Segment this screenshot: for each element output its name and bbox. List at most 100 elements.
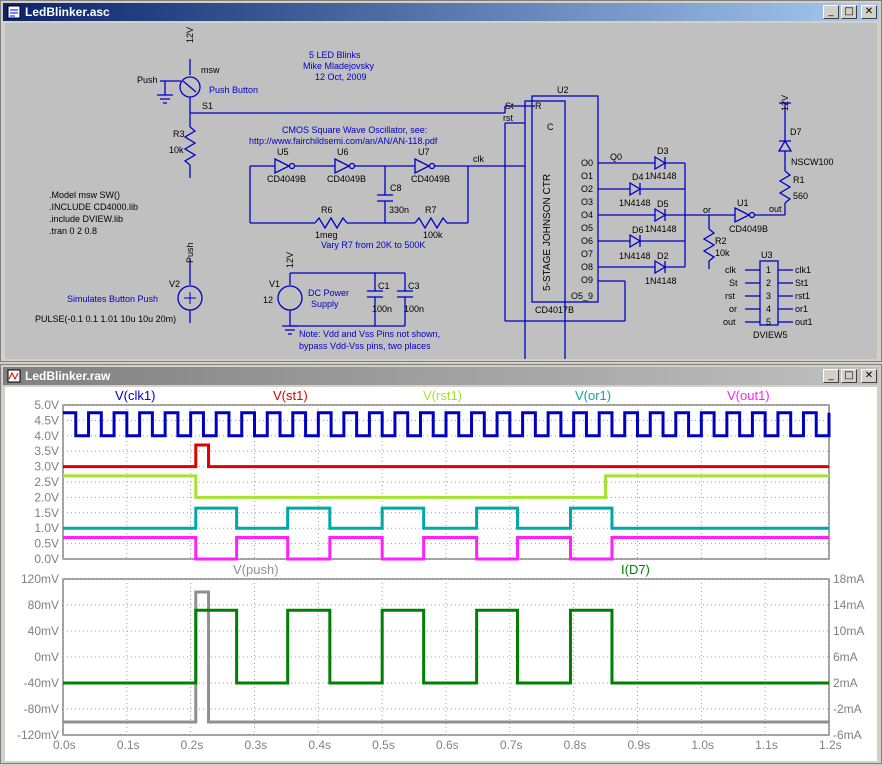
bottom-y2-tick-label: -2mA bbox=[833, 702, 862, 716]
label-st: St bbox=[505, 101, 514, 111]
label-o7: O7 bbox=[581, 249, 593, 259]
label-rst: rst bbox=[503, 113, 513, 123]
schematic-canvas[interactable]: 5 LED Blinks Mike Mladejovsky 12 Oct, 20… bbox=[5, 23, 877, 370]
osc-note-2: http://www.fairchildsemi.com/an/AN/AN-11… bbox=[249, 136, 438, 146]
x-tick-label: 0.5s bbox=[372, 738, 395, 752]
label-v2: V2 bbox=[169, 279, 180, 289]
label-dv-or: or bbox=[729, 304, 737, 314]
label-r: R bbox=[535, 101, 542, 111]
x-tick-label: 0.3s bbox=[245, 738, 268, 752]
bottom-y-tick-label: 120mV bbox=[21, 572, 59, 586]
top-y-tick-label: 1.0V bbox=[34, 521, 59, 535]
trace-name-id7: I(D7) bbox=[621, 562, 650, 577]
label-u5: U5 bbox=[277, 147, 289, 157]
label-pin1: 1 bbox=[766, 265, 771, 275]
vary-note: Vary R7 from 20K to 500K bbox=[321, 240, 425, 250]
label-or1: or1 bbox=[795, 304, 808, 314]
label-o0: O0 bbox=[581, 158, 593, 168]
label-dv-st: St bbox=[729, 278, 738, 288]
label-d5: D5 bbox=[657, 199, 669, 209]
x-tick-label: 0.4s bbox=[308, 738, 331, 752]
schematic-window: LedBlinker.asc _ □ ✕ bbox=[0, 0, 882, 370]
label-12v-c: 12V bbox=[285, 252, 295, 268]
label-r2v: 10k bbox=[715, 248, 730, 258]
x-tick-label: 0.6s bbox=[436, 738, 459, 752]
label-clk: clk bbox=[473, 154, 484, 164]
label-u5-part: CD4049B bbox=[267, 174, 306, 184]
close-button[interactable]: ✕ bbox=[861, 5, 877, 19]
waveform-icon bbox=[7, 369, 21, 383]
top-y-tick-label: 3.5V bbox=[34, 444, 59, 458]
label-nscw100: NSCW100 bbox=[791, 157, 834, 167]
label-u7-part: CD4049B bbox=[411, 174, 450, 184]
label-pin5: 5 bbox=[766, 317, 771, 327]
label-cd4017b: CD4017B bbox=[535, 305, 574, 315]
trace-name-vst1: V(st1) bbox=[273, 388, 308, 403]
top-y-tick-label: 4.5V bbox=[34, 413, 59, 427]
label-o2: O2 bbox=[581, 184, 593, 194]
maximize-button[interactable]: □ bbox=[841, 5, 857, 19]
label-r3v: 10k bbox=[169, 145, 184, 155]
waveform-titlebar[interactable]: LedBlinker.raw _ □ ✕ bbox=[3, 367, 879, 385]
label-c3: C3 bbox=[408, 281, 420, 291]
label-out1: out1 bbox=[795, 317, 813, 327]
label-r1v: 560 bbox=[793, 191, 808, 201]
label-dview5: DVIEW5 bbox=[753, 330, 788, 340]
waveform-title: LedBlinker.raw bbox=[25, 369, 111, 383]
label-d4: D4 bbox=[632, 172, 644, 182]
label-u7: U7 bbox=[418, 147, 430, 157]
top-y-tick-label: 0.5V bbox=[34, 537, 59, 551]
label-st1: St1 bbox=[795, 278, 809, 288]
header-line-1: 5 LED Blinks bbox=[309, 50, 361, 60]
label-c3v: 100n bbox=[404, 304, 424, 314]
label-pin2: 2 bbox=[766, 278, 771, 288]
schematic-doc-icon bbox=[7, 5, 21, 19]
label-dv-out: out bbox=[723, 317, 736, 327]
label-d3: D3 bbox=[657, 146, 669, 156]
label-u1: U1 bbox=[737, 198, 749, 208]
top-y-tick-label: 4.0V bbox=[34, 429, 59, 443]
label-d3-part: 1N4148 bbox=[645, 171, 677, 181]
label-clk1: clk1 bbox=[795, 265, 811, 275]
label-o6: O6 bbox=[581, 236, 593, 246]
directive-4: .tran 0 2 0.8 bbox=[49, 226, 97, 236]
minimize-button[interactable]: _ bbox=[823, 5, 839, 19]
bottom-y2-tick-label: 14mA bbox=[833, 598, 864, 612]
pulse-directive: PULSE(-0.1 0.1 1.01 10u 10u 20m) bbox=[35, 314, 176, 324]
label-12v-a: 12V bbox=[185, 27, 195, 43]
bottom-y-tick-label: -80mV bbox=[24, 702, 59, 716]
waveform-maximize-button[interactable]: □ bbox=[841, 369, 857, 383]
label-o5-9: O5_9 bbox=[571, 291, 593, 301]
top-y-tick-label: 3.0V bbox=[34, 460, 59, 474]
label-johnson: 5-STAGE JOHNSON CTR bbox=[542, 174, 553, 291]
waveform-close-button[interactable]: ✕ bbox=[861, 369, 877, 383]
label-d5-part: 1N4148 bbox=[645, 224, 677, 234]
waveform-minimize-button[interactable]: _ bbox=[823, 369, 839, 383]
label-12v-b: 12V bbox=[780, 95, 790, 111]
trace-name-vor1: V(or1) bbox=[575, 388, 611, 403]
schematic-titlebar[interactable]: LedBlinker.asc _ □ ✕ bbox=[3, 3, 879, 21]
label-dv-clk: clk bbox=[725, 265, 736, 275]
trace-st1 bbox=[63, 443, 829, 469]
x-tick-label: 0.2s bbox=[181, 738, 204, 752]
label-push-a: Push bbox=[137, 75, 158, 85]
x-tick-label: 0.0s bbox=[53, 738, 76, 752]
osc-note-1: CMOS Square Wave Oscillator, see: bbox=[282, 125, 427, 135]
label-out: out bbox=[769, 204, 782, 214]
label-u1-part: CD4049B bbox=[729, 224, 768, 234]
x-tick-label: 0.9s bbox=[628, 738, 651, 752]
label-d7: D7 bbox=[790, 127, 802, 137]
label-u2: U2 bbox=[557, 85, 569, 95]
bottom-y2-tick-label: 18mA bbox=[833, 572, 864, 586]
label-r6: R6 bbox=[321, 205, 333, 215]
label-c1: C1 bbox=[378, 281, 390, 291]
label-rst1: rst1 bbox=[795, 291, 810, 301]
label-v1v: 12 bbox=[263, 295, 273, 305]
label-r1: R1 bbox=[793, 175, 805, 185]
trace-name-vout1: V(out1) bbox=[727, 388, 770, 403]
label-u6: U6 bbox=[337, 147, 349, 157]
label-c1v: 100n bbox=[372, 304, 392, 314]
bottom-y2-tick-label: -6mA bbox=[833, 728, 862, 742]
